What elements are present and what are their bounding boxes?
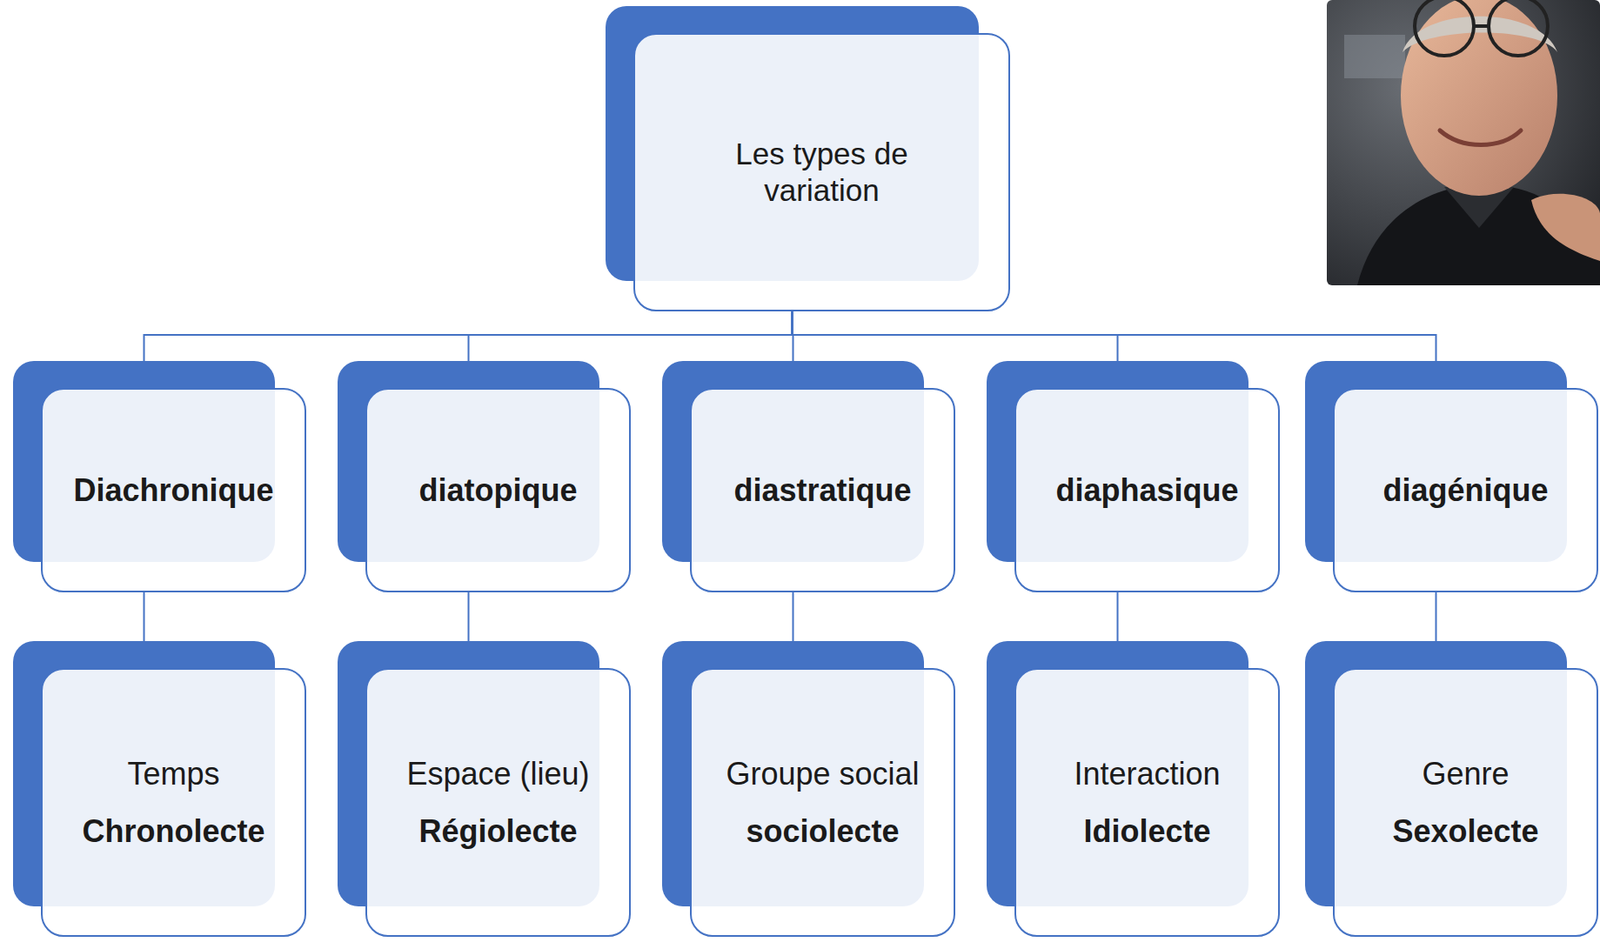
- box-face: [1332, 668, 1599, 938]
- box-body: Espace (lieu) Régiolecte: [365, 668, 631, 938]
- variation-box: Diachronique: [40, 388, 307, 593]
- box-body: InteractionIdiolecte: [1014, 668, 1280, 938]
- detail-box: GenreSexolecte: [1332, 668, 1599, 938]
- box-body: diagénique: [1332, 388, 1599, 593]
- variation-box: diastratique: [689, 388, 956, 593]
- box-body: diaphasique: [1014, 388, 1280, 593]
- detail-box: Espace (lieu) Régiolecte: [365, 668, 631, 938]
- detail-box: TempsChronolecte: [40, 668, 307, 938]
- box-face: [689, 668, 956, 938]
- box-term: sociolecte: [745, 812, 899, 851]
- portrait-photo: [1326, 0, 1600, 286]
- variation-box: diagénique: [1332, 388, 1599, 593]
- variation-box: diatopique: [365, 388, 631, 593]
- box-body: Diachronique: [40, 388, 307, 593]
- root-label: Les types de variation: [709, 135, 936, 209]
- detail-box: InteractionIdiolecte: [1014, 668, 1280, 938]
- variation-box: diaphasique: [1014, 388, 1280, 593]
- box-term: Sexolecte: [1392, 812, 1539, 851]
- box-label: Interaction: [1073, 755, 1220, 793]
- box-body: GenreSexolecte: [1332, 668, 1599, 938]
- box-term: Idiolecte: [1083, 812, 1211, 851]
- box-face: [365, 668, 631, 938]
- box-term: Chronolecte: [81, 812, 265, 851]
- box-face: [1014, 668, 1280, 938]
- box-label: diagénique: [1382, 471, 1548, 509]
- box-label: diatopique: [419, 471, 578, 509]
- box-term: Régiolecte: [418, 812, 577, 851]
- box-body: Groupe social sociolecte: [689, 668, 956, 938]
- box-label: Espace (lieu): [406, 755, 590, 793]
- box-label: Groupe social: [725, 755, 919, 793]
- box-face: [40, 668, 307, 938]
- box-body: TempsChronolecte: [40, 668, 307, 938]
- box-body: diastratique: [689, 388, 956, 593]
- box-label: Temps: [127, 755, 220, 793]
- box-label: Diachronique: [73, 471, 274, 509]
- box-label: diaphasique: [1055, 471, 1239, 509]
- box-body: diatopique: [365, 388, 631, 593]
- box-body: Les types de variation: [633, 33, 1011, 312]
- box-face: [633, 33, 1011, 312]
- box-label: Genre: [1421, 755, 1509, 793]
- box-label: diastratique: [733, 471, 911, 509]
- detail-box: Groupe social sociolecte: [689, 668, 956, 938]
- root-box: Les types de variation: [633, 33, 1011, 312]
